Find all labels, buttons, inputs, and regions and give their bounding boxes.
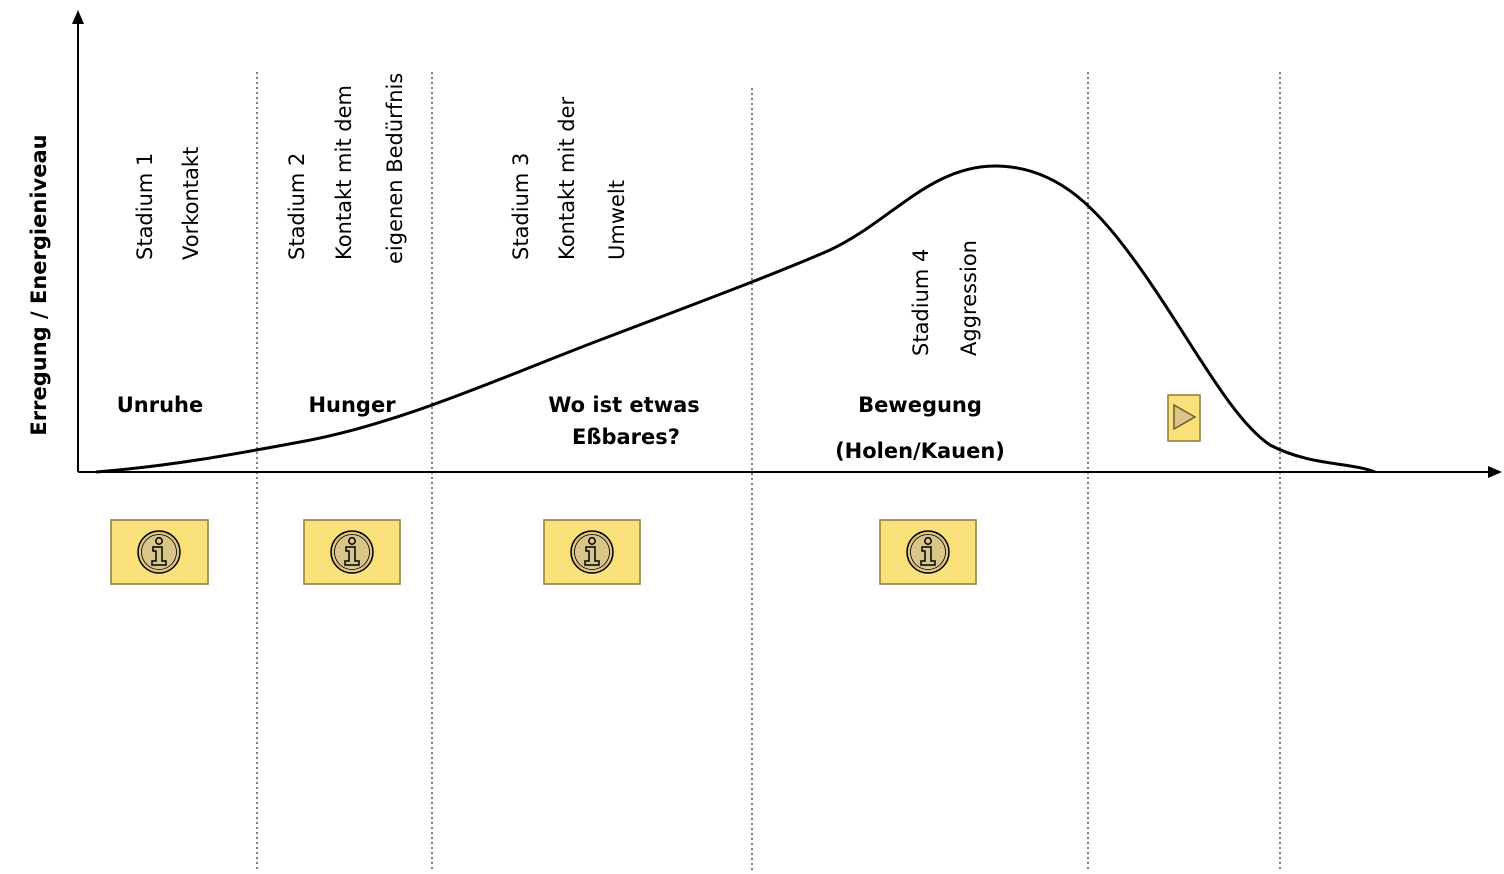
phase-label-unruhe: Unruhe (117, 393, 204, 417)
phase-label-search-2: Eßbares? (572, 425, 680, 449)
energy-curve (95, 164, 1376, 474)
next-stage-button[interactable] (1167, 394, 1201, 442)
info-button-stage-2[interactable] (303, 519, 401, 585)
phase-labels: Unruhe Hunger Wo ist etwas Eßbares? Bewe… (117, 393, 1005, 463)
play-icon (1173, 403, 1197, 431)
stage-3-line-1: Stadium 3 (509, 153, 533, 260)
stage-4-line-2: Aggression (957, 240, 981, 356)
stage-3-line-3: Umwelt (605, 180, 629, 260)
stage-labels: Stadium 1 Vorkontakt Stadium 2 Kontakt m… (133, 73, 981, 356)
phase-label-search-1: Wo ist etwas (548, 393, 700, 417)
y-axis-arrow (72, 10, 84, 24)
stage-3-line-2: Kontakt mit der (555, 96, 579, 260)
stage-2-line-2: Kontakt mit dem (332, 85, 356, 260)
info-button-stage-1[interactable] (110, 519, 209, 585)
info-button-stage-3[interactable] (543, 519, 641, 585)
phase-label-movement-1: Bewegung (858, 393, 982, 417)
y-axis-label: Erregung / Energieniveau (27, 134, 51, 435)
stage-dividers (256, 72, 1281, 870)
stage-2-line-3: eigenen Bedürfnis (383, 73, 407, 264)
info-icon (570, 530, 614, 574)
x-axis-arrow (1488, 466, 1502, 478)
info-icon (906, 530, 950, 574)
info-icon (137, 530, 181, 574)
stage-1-line-1: Stadium 1 (133, 153, 157, 260)
stage-2-line-1: Stadium 2 (285, 153, 309, 260)
info-button-stage-4[interactable] (879, 519, 977, 585)
stage-1-line-2: Vorkontakt (179, 147, 203, 260)
phase-label-movement-2: (Holen/Kauen) (835, 439, 1005, 463)
axes (72, 10, 1502, 478)
stage-4-line-1: Stadium 4 (909, 249, 933, 356)
phase-label-hunger: Hunger (308, 393, 396, 417)
info-icon (330, 530, 374, 574)
